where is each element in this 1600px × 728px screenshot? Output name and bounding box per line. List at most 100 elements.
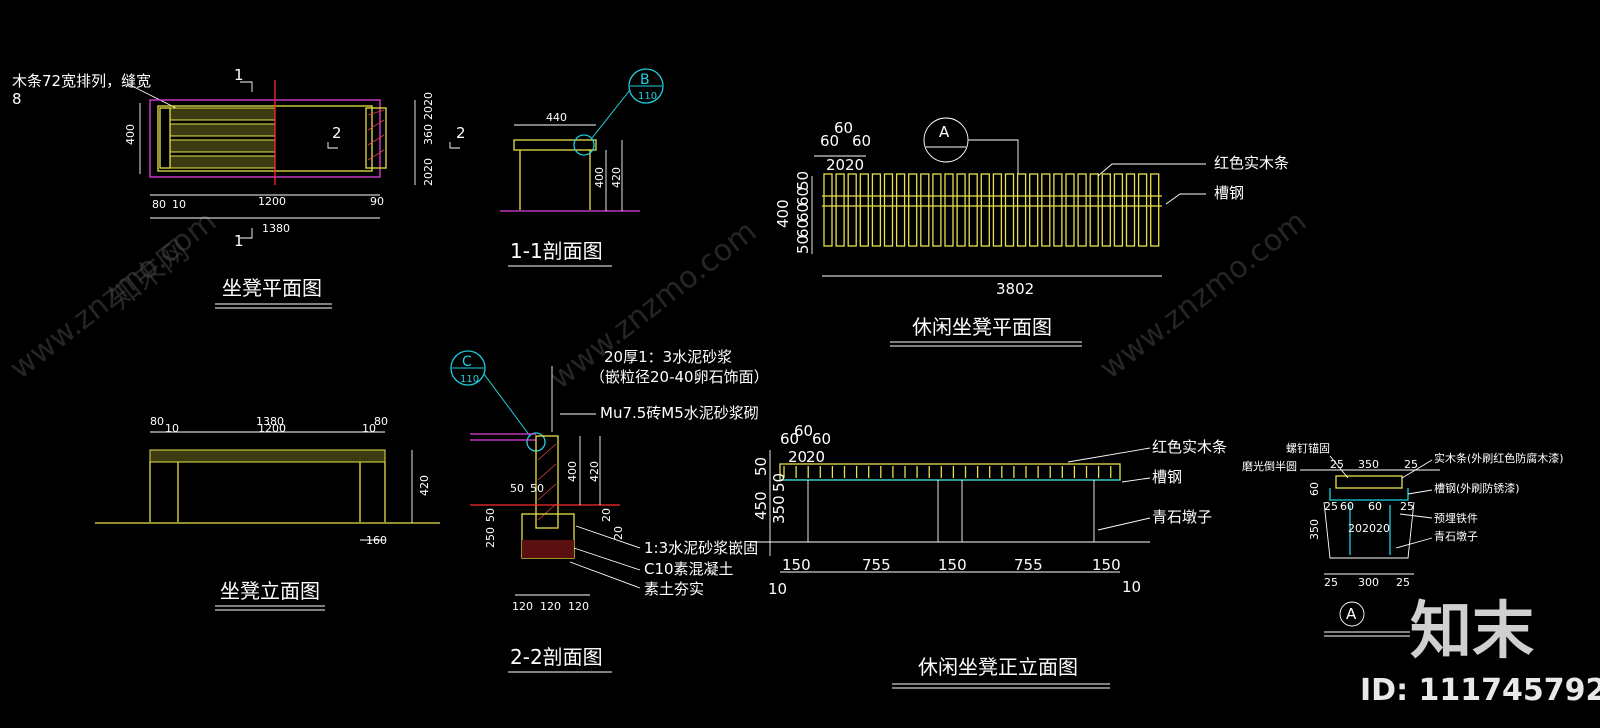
dim-part: 10 <box>362 422 376 435</box>
dim-left: 50 <box>752 457 770 476</box>
drawing-title: 1-1剖面图 <box>510 239 603 263</box>
dim-left: 350 <box>770 495 788 524</box>
dim-h2: 420 <box>610 167 623 188</box>
callout-letter: A <box>939 123 950 141</box>
label-wood: 红色实木条 <box>1152 438 1227 456</box>
wood-slat <box>847 173 857 247</box>
label-steel: 槽钢 <box>1214 184 1244 202</box>
dim-bottom: 1200 <box>258 195 286 208</box>
dim-bottom: 120 <box>512 600 533 613</box>
dim-part: 10 <box>165 422 179 435</box>
dim-overall: 1380 <box>256 415 284 428</box>
detail-callout-c <box>450 350 486 386</box>
dim-width: 3802 <box>996 280 1034 298</box>
dim-left: 450 <box>752 491 770 520</box>
wood-slat <box>895 173 906 247</box>
wood-slat <box>1004 173 1015 247</box>
wood-slat <box>1137 173 1148 247</box>
dim-top: 25 <box>1404 458 1418 471</box>
dim-top: 440 <box>546 111 567 124</box>
wood-slat <box>992 173 1003 247</box>
dim-v: 20 <box>600 508 613 522</box>
drawing-title: 2-2剖面图 <box>510 645 603 669</box>
wood-slat <box>944 173 954 247</box>
label-stone: 青石墩子 <box>1434 529 1478 543</box>
wood-slat <box>871 173 882 247</box>
dim-height: 400 <box>124 124 137 145</box>
dim-bottom: 150 <box>1092 556 1121 574</box>
wood-slat <box>920 173 930 247</box>
dim-h1: 400 <box>593 167 606 188</box>
wood-slat <box>980 173 990 247</box>
dim-bottom: 755 <box>1014 556 1043 574</box>
dim-left: 50 <box>794 235 812 254</box>
dim-top: 60 <box>834 119 853 137</box>
wood-strip <box>169 107 276 121</box>
dim-top: 350 <box>1358 458 1379 471</box>
bench-top <box>157 105 373 172</box>
label-wood: 红色实木条 <box>1214 154 1289 172</box>
wood-slat <box>1113 173 1124 247</box>
dim-h: 420 <box>588 461 601 482</box>
dim-left: 60 <box>794 219 812 238</box>
section-mark: 1 <box>234 66 244 84</box>
wood-slat <box>835 173 845 247</box>
dim-left: 50 <box>770 473 788 492</box>
dim-bottom: 150 <box>938 556 967 574</box>
drawing-title: 坐凳平面图 <box>222 276 322 300</box>
channel-steel <box>1329 488 1409 501</box>
plan-note-line2: 8 <box>12 90 22 108</box>
dim-w: 50 <box>530 482 544 495</box>
dim-bottom: 10 <box>172 198 186 211</box>
dim-height: 400 <box>774 199 792 228</box>
slat-group <box>823 173 1160 247</box>
dim-height: 420 <box>418 475 431 496</box>
label-steel: 槽钢 <box>1152 468 1182 486</box>
dim-mid2: 20 <box>1376 522 1390 535</box>
callout-letter: B <box>640 72 650 88</box>
dim-left: 60 <box>1308 482 1321 496</box>
end-block <box>365 107 387 169</box>
drawing-title: 坐凳立面图 <box>220 579 320 603</box>
section-mark: 1 <box>234 232 244 250</box>
wood-slat <box>1125 173 1136 247</box>
section-1-1: B 110 440 400 420 1-1剖面图 <box>500 68 664 267</box>
dim-end: 10 <box>768 580 787 598</box>
callout-circle <box>573 134 595 156</box>
dim-bottom: 300 <box>1358 576 1379 589</box>
drawing-title: 休闲坐凳平面图 <box>912 315 1052 339</box>
bench-plan: 木条72宽排列，缝宽 8 1 1 2 2 400 20 20 360 20 20 <box>12 66 466 309</box>
brand-badge: 知末 ID: 1117457927 <box>1360 594 1600 708</box>
dim-right: 20 <box>422 172 435 186</box>
wood-slat <box>859 173 869 247</box>
dim-bottom: 80 <box>152 198 166 211</box>
wood-slat <box>1029 173 1039 247</box>
dim-bottom: 120 <box>568 600 589 613</box>
wood-slat <box>1150 173 1160 247</box>
leisure-bench-plan: A 红色实木条 槽钢 60 60 60 20 20 400 50 60 60 6… <box>774 117 1289 347</box>
brick-wall <box>535 435 559 529</box>
dim-left: 60 <box>794 203 812 222</box>
note-mortar: 20厚1：3水泥砂浆 <box>604 348 732 366</box>
wood-strip <box>169 139 276 153</box>
dim-bottom: 150 <box>782 556 811 574</box>
note-grout: 1:3水泥砂浆嵌固 <box>644 539 758 557</box>
dim-bottom: 25 <box>1324 576 1338 589</box>
dim-v: 50 <box>484 508 497 522</box>
dim-part: 80 <box>374 415 388 428</box>
dim-mid: 60 <box>1368 500 1382 513</box>
dim-base: 160 <box>366 534 387 547</box>
note-soil: 素土夯实 <box>644 580 704 598</box>
label-stone: 青石墩子 <box>1152 508 1212 526</box>
dim-bottom: 755 <box>862 556 891 574</box>
concrete-base <box>522 540 574 558</box>
dim-top: 60 <box>780 430 799 448</box>
detail-a: 25 350 25 25 60 60 25 20 20 20 60 350 25… <box>1242 441 1564 637</box>
dim-top: 20 <box>826 156 845 174</box>
wood-slat <box>968 173 978 247</box>
wood-slat <box>932 173 942 247</box>
dim-top: 20 <box>845 156 864 174</box>
dim-mid2: 20 <box>1348 522 1362 535</box>
dim-right: 360 <box>422 124 435 145</box>
